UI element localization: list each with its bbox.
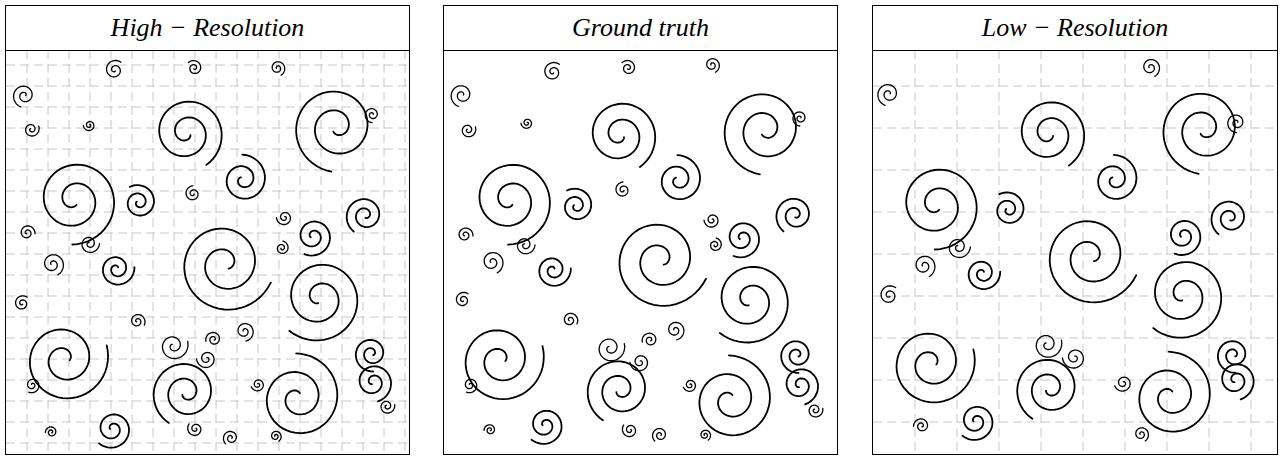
panel-title: High − Resolution [111,13,305,43]
panel-title: Low − Resolution [982,13,1169,43]
image-panel: High − Resolution [5,5,410,455]
spirals [14,59,1254,448]
image-panel: Low − Resolution [872,5,1278,455]
grid-lines [6,50,1277,454]
panel-title: Ground truth [572,13,709,43]
image-panel: Ground truth [443,5,838,455]
panel-header: Ground truth [444,6,837,51]
panel-header: Low − Resolution [873,6,1277,51]
panel-header: High − Resolution [6,6,409,51]
